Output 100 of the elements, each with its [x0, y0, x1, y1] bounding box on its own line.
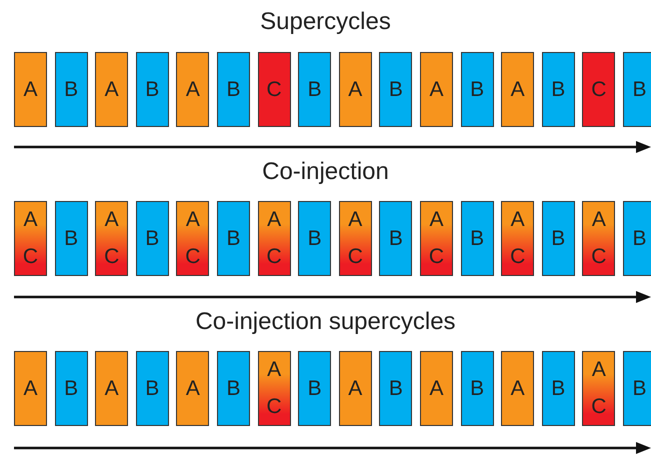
pulse-block [501, 52, 534, 127]
precursor-letter: A [429, 208, 444, 232]
pulse-block [501, 201, 534, 276]
pulse-block [217, 351, 250, 426]
precursor-letter: B [632, 226, 646, 250]
precursor-letter: C [185, 245, 200, 269]
pulse-block [54, 52, 88, 127]
pulse-block [460, 351, 494, 426]
precursor-letter: C [22, 245, 38, 269]
pulse-block [95, 52, 128, 127]
pulse-block [258, 351, 291, 426]
pulse-block [420, 351, 453, 426]
precursor-letter: B [226, 78, 240, 102]
pulse-block [95, 201, 128, 276]
precursor-letter: B [308, 376, 322, 400]
precursor-letter: C [266, 395, 282, 419]
pulse-block [298, 201, 332, 276]
precursor-letter: C [428, 245, 444, 269]
precursor-letter: C [266, 245, 282, 269]
precursor-letter: A [510, 376, 525, 400]
precursor-letter: A [592, 208, 606, 232]
precursor-letter: B [470, 78, 484, 102]
precursor-letter: A [23, 376, 38, 400]
precursor-letter: A [23, 78, 38, 102]
pulse-block [420, 201, 453, 276]
pulse-block [258, 201, 291, 276]
pulse-block [176, 201, 210, 276]
pulse-block [379, 201, 412, 276]
precursor-letter: A [592, 358, 606, 382]
precursor-letter: C [591, 78, 606, 102]
precursor-letter: B [308, 226, 322, 250]
precursor-letter: C [591, 245, 606, 269]
precursor-letter: A [186, 208, 200, 232]
pulse-block [379, 351, 412, 426]
precursor-letter: A [104, 376, 119, 400]
precursor-letter: C [591, 395, 606, 419]
precursor-letter: B [145, 226, 160, 250]
pulse-block [14, 351, 47, 426]
precursor-letter: A [23, 208, 38, 232]
precursor-letter: B [632, 376, 646, 400]
pulse-block [542, 351, 575, 426]
precursor-letter: B [64, 226, 78, 250]
precursor-letter: A [186, 376, 200, 400]
precursor-letter: B [470, 226, 484, 250]
precursor-letter: B [145, 376, 160, 400]
pulse-block [338, 52, 372, 127]
precursor-letter: A [348, 208, 362, 232]
pulse-block [623, 201, 651, 276]
pulse-block [54, 351, 88, 426]
pulse-block [136, 201, 169, 276]
pulse-block [176, 351, 210, 426]
pulse-block [338, 351, 372, 426]
precursor-letter: A [104, 78, 119, 102]
precursor-letter: B [145, 78, 160, 102]
precursor-letter: A [429, 376, 444, 400]
pulse-block [298, 52, 332, 127]
pulse-block [582, 52, 616, 127]
precursor-letter: B [470, 376, 484, 400]
precursor-letter: B [551, 226, 566, 250]
precursor-letter: C [348, 245, 363, 269]
precursor-letter: A [348, 78, 362, 102]
pulse-block [338, 201, 372, 276]
pulse-block [460, 201, 494, 276]
pulse-block [54, 201, 88, 276]
pulse-block [14, 201, 47, 276]
pulse-block [217, 201, 250, 276]
pulse-block [582, 201, 616, 276]
precursor-letter: A [510, 78, 525, 102]
pulse-block [501, 351, 534, 426]
precursor-letter: A [348, 376, 362, 400]
precursor-letter: B [388, 226, 403, 250]
precursor-letter: A [104, 208, 119, 232]
row-heading: Supercycles [259, 8, 392, 36]
precursor-letter: B [308, 78, 322, 102]
pulse-block [542, 52, 575, 127]
pulse-block [379, 52, 412, 127]
precursor-letter: B [226, 376, 240, 400]
precursor-letter: A [267, 358, 282, 382]
pulse-block [136, 52, 169, 127]
precursor-letter: C [266, 78, 282, 102]
pulse-block [95, 351, 128, 426]
precursor-letter: C [104, 245, 120, 269]
pulse-block [298, 351, 332, 426]
pulse-block [623, 351, 651, 426]
precursor-letter: B [632, 78, 646, 102]
pulse-block [542, 201, 575, 276]
precursor-letter: B [388, 78, 403, 102]
precursor-letter: A [267, 208, 282, 232]
precursor-letter: B [64, 376, 78, 400]
precursor-letter: B [551, 376, 566, 400]
precursor-letter: A [510, 208, 525, 232]
precursor-letter: B [388, 376, 403, 400]
pulse-block [623, 52, 651, 127]
pulse-block [582, 351, 616, 426]
pulse-block [258, 52, 291, 127]
pulse-block [176, 52, 210, 127]
pulse-block [14, 52, 47, 127]
row-heading: Co-injection [261, 158, 390, 186]
pulse-block [420, 52, 453, 127]
row-heading: Co-injection supercycles [194, 308, 457, 336]
